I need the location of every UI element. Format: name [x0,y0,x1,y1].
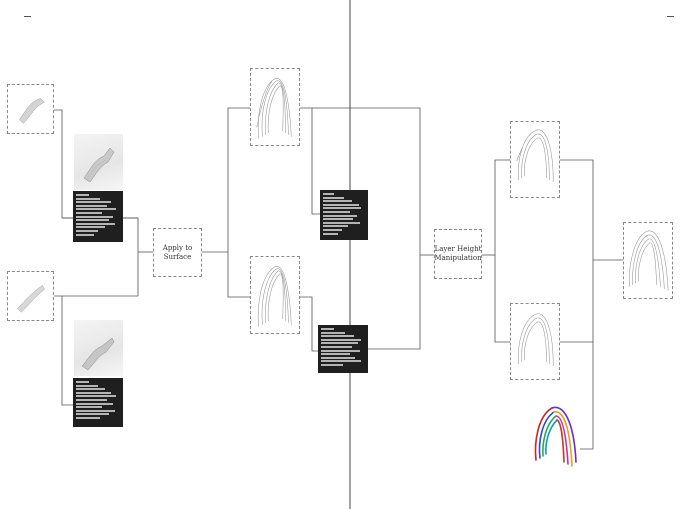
code-block-left-top [73,191,123,242]
wave-arch-box-bottom [510,303,560,380]
surface-photo-top [74,134,123,190]
surface-strip-icon [17,285,45,313]
multicolor-toolpath-icon [534,406,577,467]
surface-strip-icon [19,98,45,124]
surface-box-top [7,84,54,134]
corner-mark-left [24,16,31,17]
layer-height-manipulation-node: Layer Height Manipulation [434,229,482,279]
wave-arch-icon [516,129,554,183]
code-block-left-bottom [73,378,123,427]
apply-to-surface-node: Apply to Surface [153,228,202,277]
layer-height-manipulation-label: Layer Height Manipulation [434,245,482,262]
surface-box-bottom [7,271,54,321]
layered-strip-icon [83,147,115,183]
code-block-middle-bottom [318,325,368,373]
final-arch-box [623,222,673,299]
layered-arch-box-top [250,68,300,146]
apply-to-surface-label: Apply to Surface [162,243,193,261]
final-arch-icon [629,230,669,291]
corner-mark-right [667,16,674,17]
layered-arch-box-bottom [250,256,300,334]
layered-arch-icon [257,266,292,327]
wave-arch-icon [518,313,554,366]
layered-strip-icon [81,337,115,371]
wave-arch-box-top [510,121,560,198]
surface-photo-bottom [74,320,123,376]
layered-arch-icon [256,78,292,139]
code-block-middle-top [320,190,368,240]
